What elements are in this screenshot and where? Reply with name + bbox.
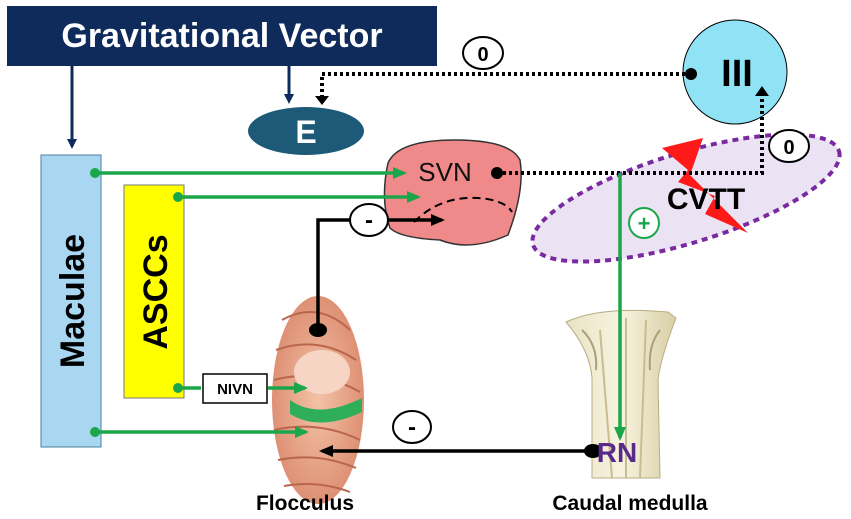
plus-label: +: [638, 211, 651, 236]
iii-dot: [685, 68, 697, 80]
svn-dashed-divider: [413, 196, 513, 223]
svn-node: [383, 139, 522, 246]
svn-to-iii-arrowhead: [755, 86, 769, 96]
lesion-lightning-icon: [662, 138, 748, 233]
iii-to-e-arrowhead: [315, 96, 329, 105]
iii-to-e-dotted-path: [320, 72, 691, 100]
svn-dot: [491, 167, 503, 179]
maculae-box: [40, 154, 102, 448]
e-label: E: [295, 114, 316, 150]
minus-lower-badge: [392, 410, 432, 444]
plus-badge: [628, 207, 660, 239]
svn-to-iii-dotted-path: [497, 92, 764, 175]
cvtt-label: CVTT: [667, 183, 745, 216]
caudal-medulla-caption: Caudal medulla: [552, 492, 708, 515]
e-node: [248, 107, 364, 155]
maculae-svn-dot: [90, 168, 100, 178]
zero-right-label: 0: [783, 137, 794, 159]
asccs-label: ASCCs: [137, 234, 175, 349]
maculae-flocculus-dot: [90, 427, 100, 437]
iii-label: III: [721, 53, 753, 95]
minus-upper-badge: [349, 203, 389, 237]
minus-lower-label: -: [408, 414, 416, 441]
asccs-box: [123, 184, 185, 399]
nivn-box: [202, 373, 268, 404]
svn-label: SVN: [418, 157, 471, 187]
minus-upper-label: -: [365, 207, 373, 234]
maculae-label: Maculae: [54, 234, 92, 368]
asccs-nivn-dot: [173, 383, 183, 393]
nivn-label: NIVN: [217, 381, 253, 398]
zero-top-badge: [462, 36, 504, 70]
flocculus-terminal: [309, 323, 327, 337]
rn-terminal: [584, 444, 602, 458]
flocculus-caption: Flocculus: [256, 492, 354, 515]
asccs-svn-dot: [173, 192, 183, 202]
zero-right-badge: [768, 129, 810, 163]
flocculus-to-svn-inhibitory-path: [316, 214, 445, 330]
zero-top-label: 0: [477, 44, 488, 66]
gravitational-vector-title: Gravitational Vector: [7, 6, 437, 66]
rn-label: RN: [597, 437, 637, 468]
